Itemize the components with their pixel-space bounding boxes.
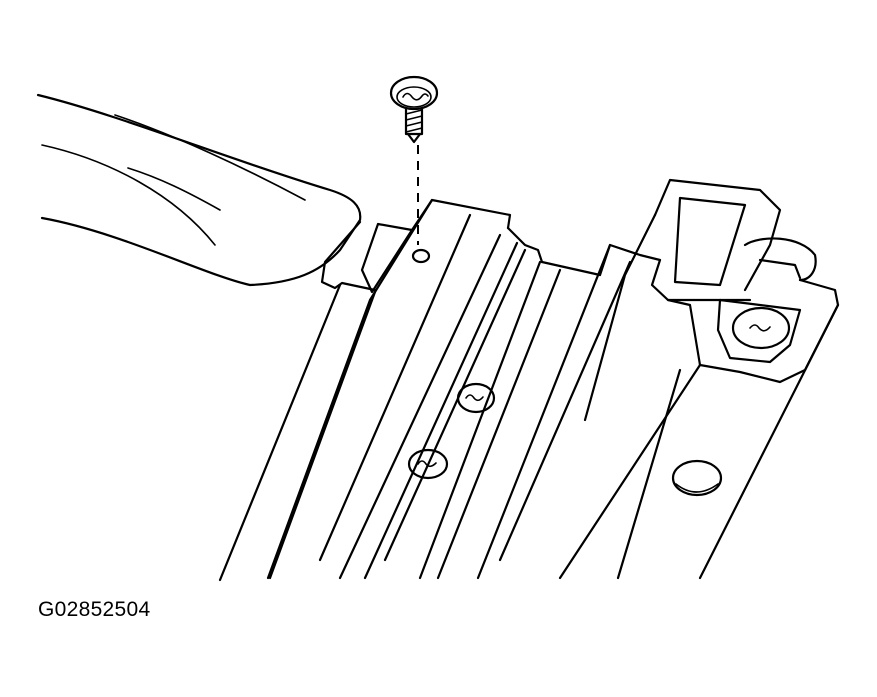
seat-cushion (36, 93, 362, 287)
track-bracket (558, 178, 840, 580)
figure-id-label: G02852504 (38, 598, 151, 621)
screw-head-icon (407, 448, 449, 480)
screw-head-icon (456, 382, 496, 414)
seat-track (218, 198, 662, 582)
screw-head-icon (731, 306, 791, 350)
mounting-hole (671, 459, 723, 497)
trim-cover (320, 220, 414, 294)
screw-hole (411, 248, 431, 264)
screw-icon (389, 75, 439, 144)
